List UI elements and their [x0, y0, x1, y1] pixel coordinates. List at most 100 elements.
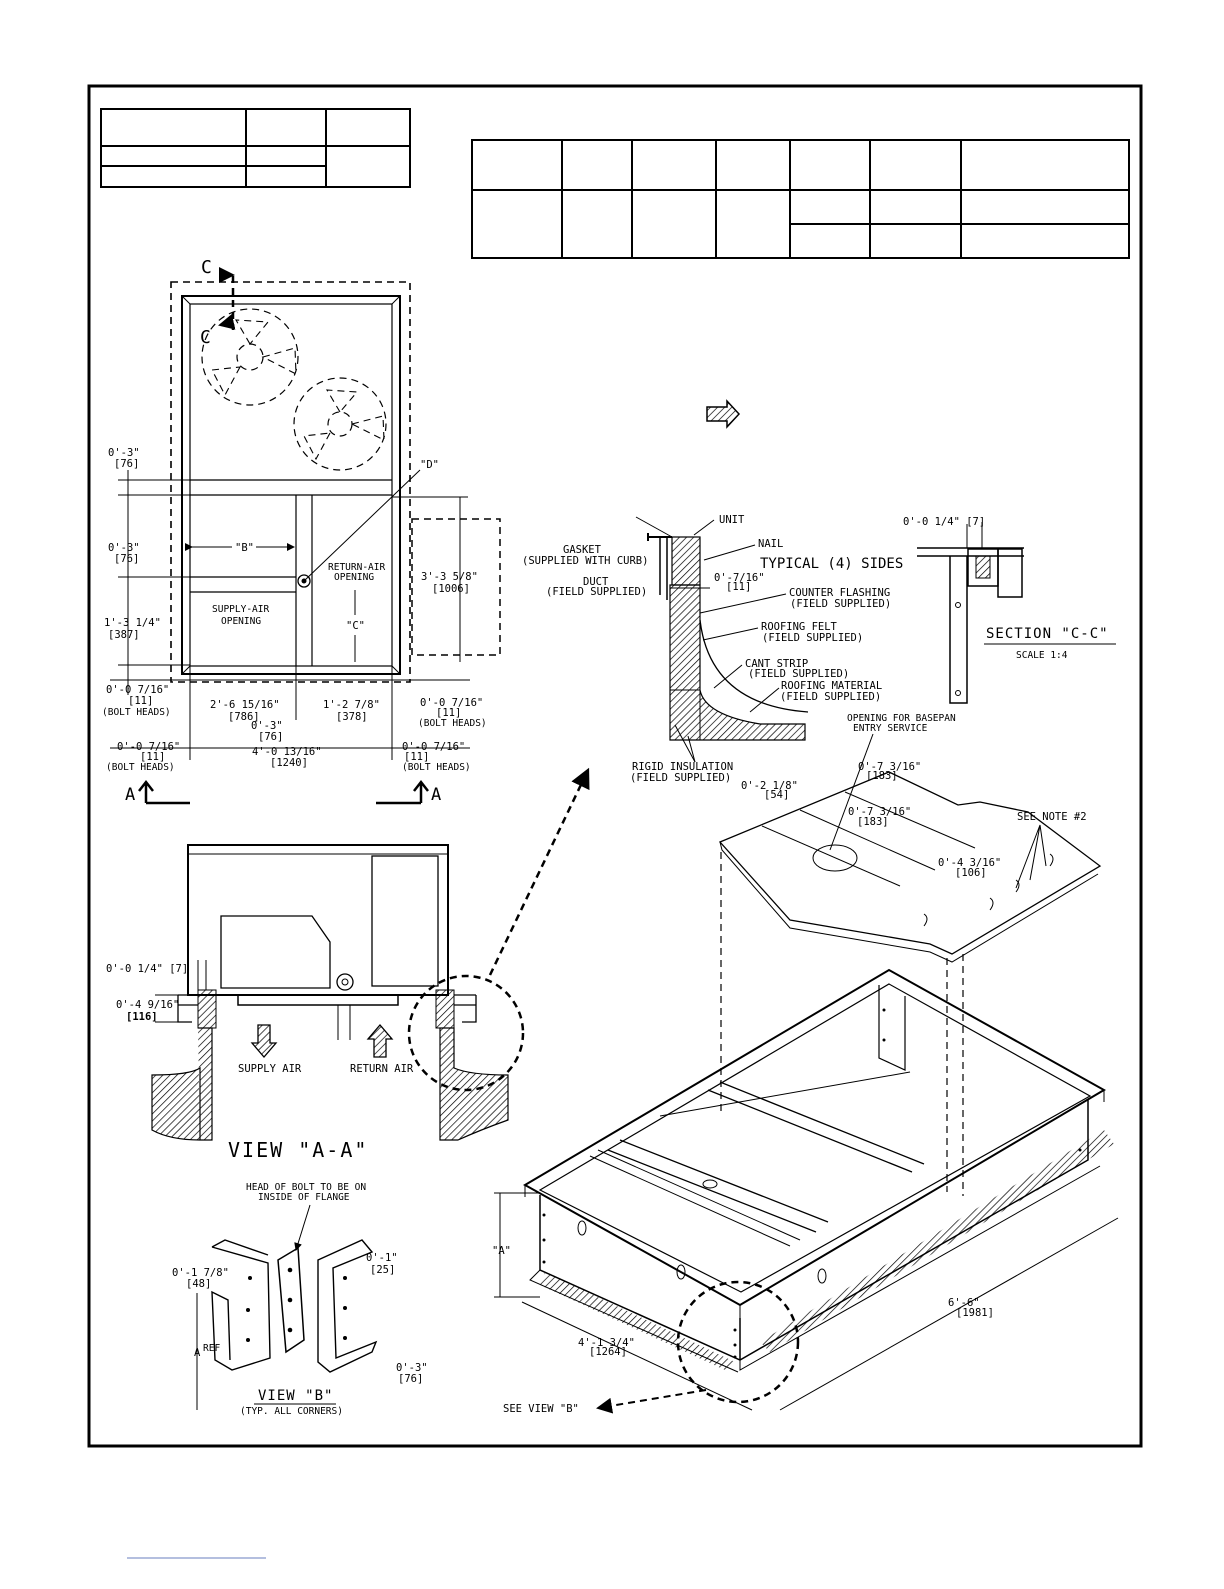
duct-label-1: DUCT: [583, 576, 609, 588]
view-aa-dim-4-9-16: 0'-4 9/16": [116, 999, 179, 1011]
gasket-label-1: GASKET: [563, 544, 602, 556]
view-aa-dim-4-9-16-mm: [116]: [126, 1011, 158, 1023]
return-air-label-1: RETURN-AIR: [328, 562, 385, 573]
dim-mid-offset: 0'-3": [108, 542, 140, 554]
basepan-opening-label-2: ENTRY SERVICE: [853, 723, 928, 734]
dim-overall-width: 4'-0 13/16": [252, 746, 322, 758]
view-b-dim-0-1: 0'-1": [366, 1252, 398, 1264]
cant-strip-label-1: CANT STRIP: [745, 658, 808, 670]
view-aa: SUPPLY AIR RETURN AIR 0'-0 1/4" [7] 0'-4…: [106, 767, 590, 1162]
label-c: "C": [346, 620, 365, 632]
iso-dim-2-1-8-mm: [54]: [764, 789, 789, 801]
iso-dim-7-3-16-a: 0'-7 3/16": [858, 761, 921, 773]
cant-strip-label-2: (FIELD SUPPLIED): [748, 668, 849, 680]
view-b-subtitle: (TYP. ALL CORNERS): [240, 1406, 343, 1417]
bolt-left-dim-2: 0'-0 7/16": [117, 741, 180, 753]
typical-sides-label: TYPICAL (4) SIDES: [760, 556, 903, 572]
return-air-label-2: OPENING: [334, 572, 374, 583]
section-cc: 0'-0 1/4" [7] SECTION "C-C" SCALE 1:4: [903, 516, 1116, 704]
view-b-note-2: INSIDE OF FLANGE: [258, 1192, 350, 1203]
return-air-arrow-icon: [366, 1024, 394, 1058]
iso-dim-4-1-3-4-mm: [1264]: [589, 1346, 627, 1358]
bolt-right-dim-2: 0'-0 7/16": [402, 741, 465, 753]
dim-supply-width-mm: [786]: [228, 711, 260, 723]
dim-mid-offset-mm: [76]: [114, 553, 139, 565]
dim-return-height: 3'-3 5/8": [421, 571, 478, 583]
dim-return-width: 1'-2 7/8": [323, 699, 380, 711]
bolt-right-dim-1: 0'-0 7/16": [420, 697, 483, 709]
bolt-left-note-2: (BOLT HEADS): [106, 762, 175, 773]
iso-dim-4-3-16: 0'-4 3/16": [938, 857, 1001, 869]
iso-dim-4-1-3-4: 4'-1 3/4": [578, 1337, 635, 1349]
dim-7-16: 0'-7/16": [714, 572, 765, 584]
view-b-title: VIEW "B": [258, 1388, 333, 1404]
return-air-label: RETURN AIR: [350, 1063, 414, 1075]
supply-air-label: SUPPLY AIR: [238, 1063, 302, 1075]
dim-return-height-mm: [1006]: [432, 583, 470, 595]
view-b-dim-0-3-mm: [76]: [398, 1373, 423, 1385]
bolt-right-note-2: (BOLT HEADS): [402, 762, 471, 773]
iso-label-a: "A": [492, 1245, 511, 1257]
section-c-marker-bottom: C: [200, 327, 211, 348]
large-table: [471, 139, 1130, 259]
label-b: "B": [235, 542, 254, 554]
bolt-left-dim-2-mm: [11]: [140, 751, 165, 763]
view-a-marker-left: A: [125, 785, 135, 805]
view-b-dim-0-3: 0'-3": [396, 1362, 428, 1374]
view-b-dim-1-7-8: 0'-1 7/8": [172, 1267, 229, 1279]
bolt-left-note-1: (BOLT HEADS): [102, 707, 171, 718]
counter-flashing-label-2: (FIELD SUPPLIED): [790, 598, 891, 610]
iso-dim-2-1-8: 0'-2 1/8": [741, 780, 798, 792]
supply-air-label-1: SUPPLY-AIR: [212, 604, 269, 615]
section-cc-dim: 0'-0 1/4" [7]: [903, 516, 985, 528]
duct-label-2: (FIELD SUPPLIED): [546, 586, 647, 598]
iso-dim-6-6: 6'-6": [948, 1297, 980, 1309]
iso-dim-6-6-mm: [1981]: [956, 1307, 994, 1319]
dim-bottom-offset-mm: [76]: [258, 731, 283, 743]
small-table: [100, 108, 411, 188]
see-view-b-label: SEE VIEW "B": [503, 1403, 579, 1415]
roofing-felt-label-1: ROOFING FELT: [761, 621, 838, 633]
iso-dim-7-3-16-b: 0'-7 3/16": [848, 806, 911, 818]
bolt-right-dim-1-mm: [11]: [436, 707, 461, 719]
gasket-label-2: (SUPPLIED WITH CURB): [522, 555, 648, 567]
view-b-a-ref: A: [194, 1347, 201, 1359]
sheet-border: [87, 84, 1143, 1448]
roofing-material-label-1: ROOFING MATERIAL: [781, 680, 882, 692]
direction-arrow-icon: [706, 399, 741, 429]
curb-detail: UNIT GASKET (SUPPLIED WITH CURB) NAIL TY…: [522, 514, 903, 784]
basepan-opening-label-1: OPENING FOR BASEPAN: [847, 713, 956, 724]
view-a-marker-right: A: [431, 785, 441, 805]
view-b-note-1: HEAD OF BOLT TO BE ON: [246, 1182, 366, 1193]
supply-air-arrow-icon: [250, 1024, 278, 1058]
view-aa-dim-1-4: 0'-0 1/4" [7]: [106, 963, 188, 975]
rigid-insulation-label-1: RIGID INSULATION: [632, 761, 733, 773]
isometric-curb: OPENING FOR BASEPAN ENTRY SERVICE 0'-7 3…: [492, 713, 1119, 1415]
bolt-left-dim-1-mm: [11]: [128, 695, 153, 707]
counter-flashing-label-1: COUNTER FLASHING: [789, 587, 890, 599]
section-c-marker-top: C: [201, 257, 212, 278]
bolt-left-dim-1: 0'-0 7/16": [106, 684, 169, 696]
bolt-right-note-1: (BOLT HEADS): [418, 718, 487, 729]
nail-label: NAIL: [758, 538, 783, 550]
section-cc-title: SECTION "C-C": [986, 626, 1109, 642]
dim-7-16-mm: [11]: [726, 581, 751, 593]
bolt-right-dim-2-mm: [11]: [404, 751, 429, 763]
supply-air-label-2: OPENING: [221, 616, 261, 627]
view-b: HEAD OF BOLT TO BE ON INSIDE OF FLANGE 0…: [172, 1182, 428, 1417]
view-b-dim-1-7-8-mm: [48]: [186, 1278, 211, 1290]
view-b-ref: REF: [203, 1343, 220, 1354]
section-cc-scale: SCALE 1:4: [1016, 650, 1068, 661]
unit-label: UNIT: [719, 514, 745, 526]
dim-supply-height-mm: [387]: [108, 629, 140, 641]
label-d: "D": [420, 459, 439, 471]
view-b-dim-0-1-mm: [25]: [370, 1264, 395, 1276]
view-aa-title: VIEW "A-A": [228, 1138, 368, 1162]
dim-top-offset-mm: [76]: [114, 458, 139, 470]
dim-overall-width-mm: [1240]: [270, 757, 308, 769]
dim-top-offset: 0'-3": [108, 447, 140, 459]
roofing-material-label-2: (FIELD SUPPLIED): [780, 691, 881, 703]
rigid-insulation-label-2: (FIELD SUPPLIED): [630, 772, 731, 784]
